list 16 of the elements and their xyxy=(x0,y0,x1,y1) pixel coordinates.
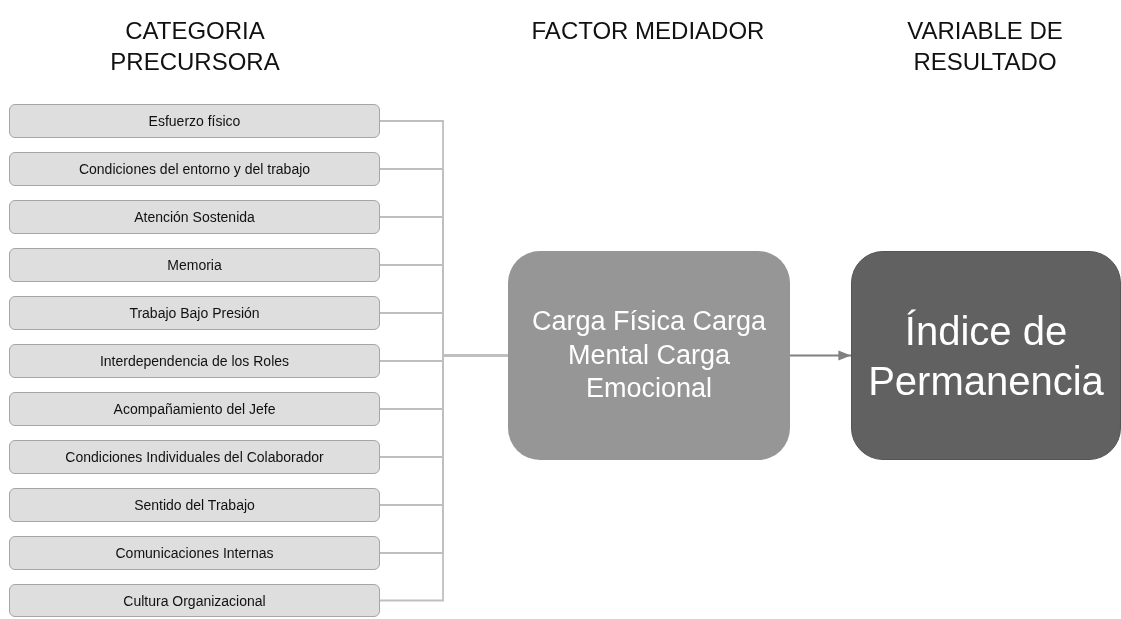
factor-box: Esfuerzo físico xyxy=(9,104,380,138)
factor-box: Condiciones Individuales del Colaborador xyxy=(9,440,380,474)
column-heading: CATEGORIA PRECURSORA xyxy=(109,16,281,78)
factor-box: Comunicaciones Internas xyxy=(9,536,380,570)
outcome-box: Índice de Permanencia xyxy=(851,251,1121,460)
factor-box: Atención Sostenida xyxy=(9,200,380,234)
factor-box: Interdependencia de los Roles xyxy=(9,344,380,378)
factor-box: Condiciones del entorno y del trabajo xyxy=(9,152,380,186)
factor-box: Memoria xyxy=(9,248,380,282)
factor-box: Sentido del Trabajo xyxy=(9,488,380,522)
column-heading: FACTOR MEDIADOR xyxy=(530,16,766,46)
factor-box: Trabajo Bajo Presión xyxy=(9,296,380,330)
factor-box: Acompañamiento del Jefe xyxy=(9,392,380,426)
mediator-box: Carga Física Carga Mental Carga Emocional xyxy=(508,251,790,460)
factor-box: Cultura Organizacional xyxy=(9,584,380,617)
column-heading: VARIABLE DE RESULTADO xyxy=(906,16,1064,78)
